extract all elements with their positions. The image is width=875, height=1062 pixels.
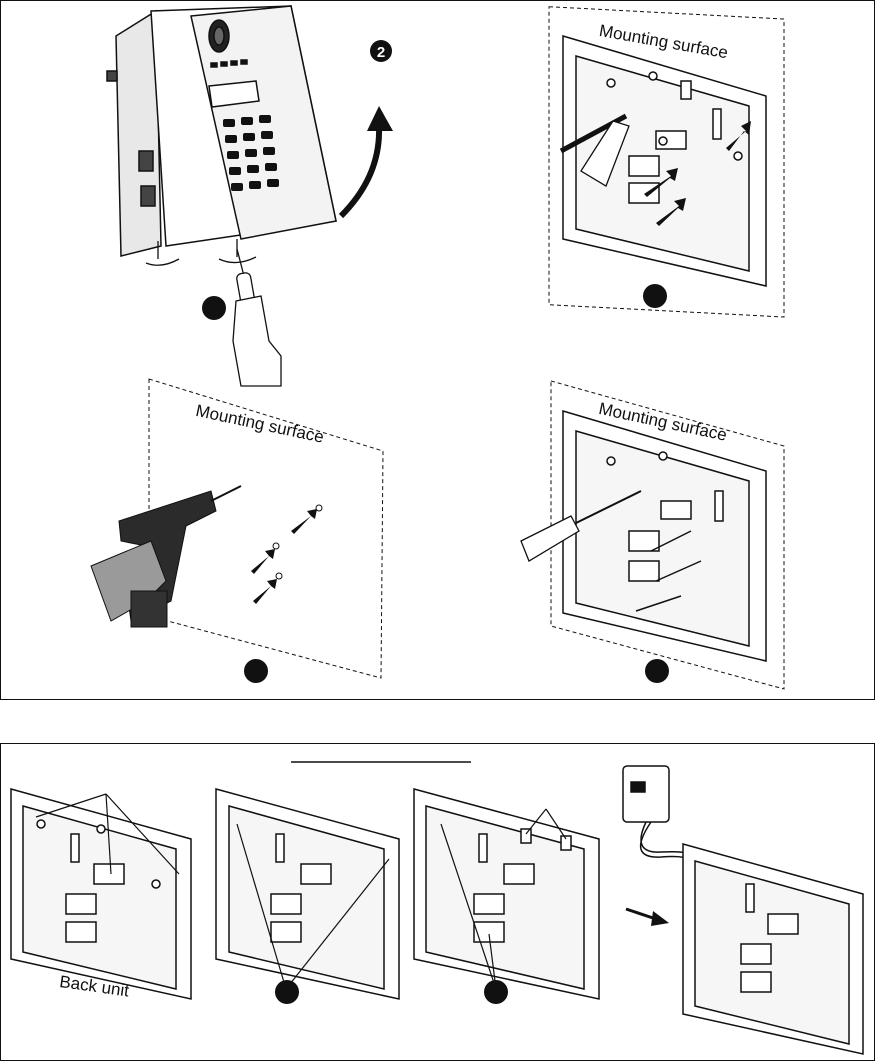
back-unit-2 <box>216 789 399 999</box>
drill-icon <box>91 486 241 627</box>
back-unit-bottom-right <box>563 411 766 661</box>
step-marker <box>645 659 669 683</box>
step-two-badge: 2 <box>377 44 385 61</box>
step-marker <box>202 296 226 320</box>
installation-steps-panel: 2 <box>0 0 875 700</box>
hand-icon <box>233 296 281 386</box>
back-unit-1 <box>11 789 191 999</box>
arrow-icon <box>626 909 669 926</box>
back-unit-4 <box>683 844 863 1054</box>
back-unit-illustrations <box>1 744 875 1062</box>
back-unit-panel: Back unit <box>0 743 875 1061</box>
lift-arrow-icon <box>341 126 379 216</box>
arrow-icon <box>251 505 322 604</box>
rotation-arrows <box>146 239 256 265</box>
step-marker <box>244 659 268 683</box>
keypad-unit <box>107 6 336 256</box>
step-marker <box>275 980 299 1004</box>
step-marker <box>484 980 508 1004</box>
back-unit-3 <box>414 789 599 999</box>
installation-illustrations: 2 <box>1 1 875 701</box>
step-marker <box>643 284 667 308</box>
